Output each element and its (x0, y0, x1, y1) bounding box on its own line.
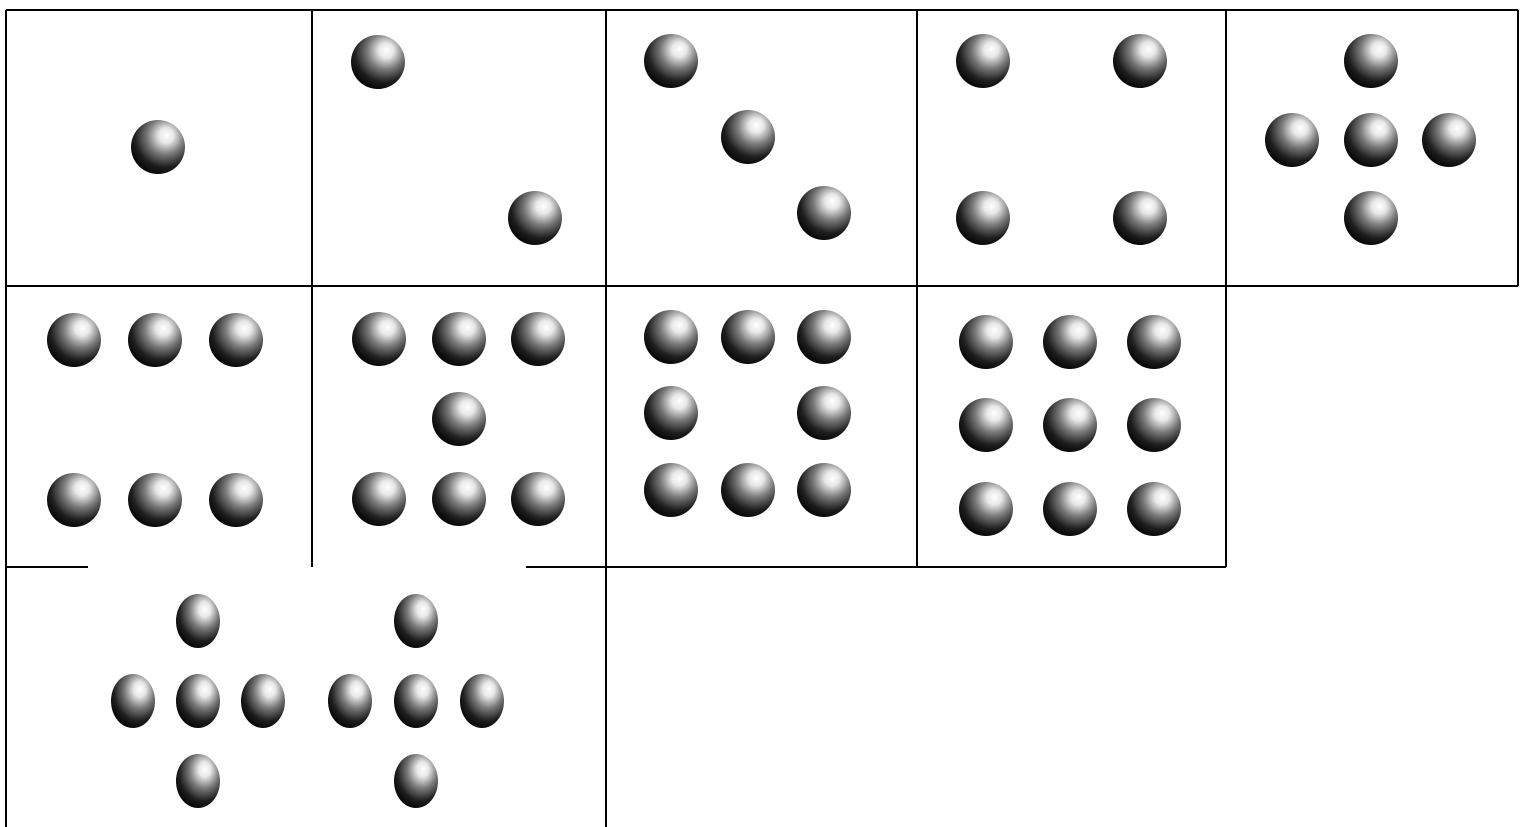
ball (352, 472, 406, 526)
ball (1344, 191, 1398, 245)
ball (508, 191, 562, 245)
ball (1043, 315, 1097, 369)
ball-layer (47, 34, 1476, 808)
ball (432, 472, 486, 526)
ball (394, 594, 438, 648)
ball (511, 312, 565, 366)
card-10 (111, 594, 504, 808)
ball (111, 674, 155, 728)
ball (394, 674, 438, 728)
ball (47, 473, 101, 527)
ball (1043, 398, 1097, 452)
ball (241, 674, 285, 728)
card-9 (959, 315, 1181, 536)
ball (511, 472, 565, 526)
ball (1127, 315, 1181, 369)
ball (432, 392, 486, 446)
ball (797, 386, 851, 440)
card-4 (956, 34, 1167, 245)
ball (460, 674, 504, 728)
ball (1344, 34, 1398, 88)
ball (128, 313, 182, 367)
ball (209, 313, 263, 367)
card-3 (644, 34, 851, 240)
ball (644, 310, 698, 364)
ball (1113, 191, 1167, 245)
ball (176, 754, 220, 808)
ball (432, 312, 486, 366)
ball (1127, 482, 1181, 536)
ball (1422, 113, 1476, 167)
ball (644, 386, 698, 440)
ball (797, 186, 851, 240)
ball (394, 754, 438, 808)
ball (959, 482, 1013, 536)
ball (797, 463, 851, 517)
card-7 (352, 312, 565, 526)
ball (1265, 113, 1319, 167)
ball (176, 594, 220, 648)
ball (644, 34, 698, 88)
ball (176, 674, 220, 728)
ball (1113, 34, 1167, 88)
card-1 (131, 120, 185, 174)
ball (128, 473, 182, 527)
ball (209, 473, 263, 527)
ball (959, 398, 1013, 452)
ball (131, 120, 185, 174)
ball (1127, 398, 1181, 452)
ball (721, 463, 775, 517)
ball (956, 191, 1010, 245)
ball (721, 310, 775, 364)
card-2 (351, 35, 562, 245)
card-6 (47, 313, 263, 527)
ball (1344, 113, 1398, 167)
card-8 (644, 310, 851, 517)
ball (47, 313, 101, 367)
ball (328, 674, 372, 728)
ball (797, 310, 851, 364)
ball (956, 34, 1010, 88)
ball (1043, 482, 1097, 536)
ball (351, 35, 405, 89)
card-5 (1265, 34, 1476, 245)
ball (644, 463, 698, 517)
ball (959, 315, 1013, 369)
ball (352, 312, 406, 366)
ball (721, 110, 775, 164)
